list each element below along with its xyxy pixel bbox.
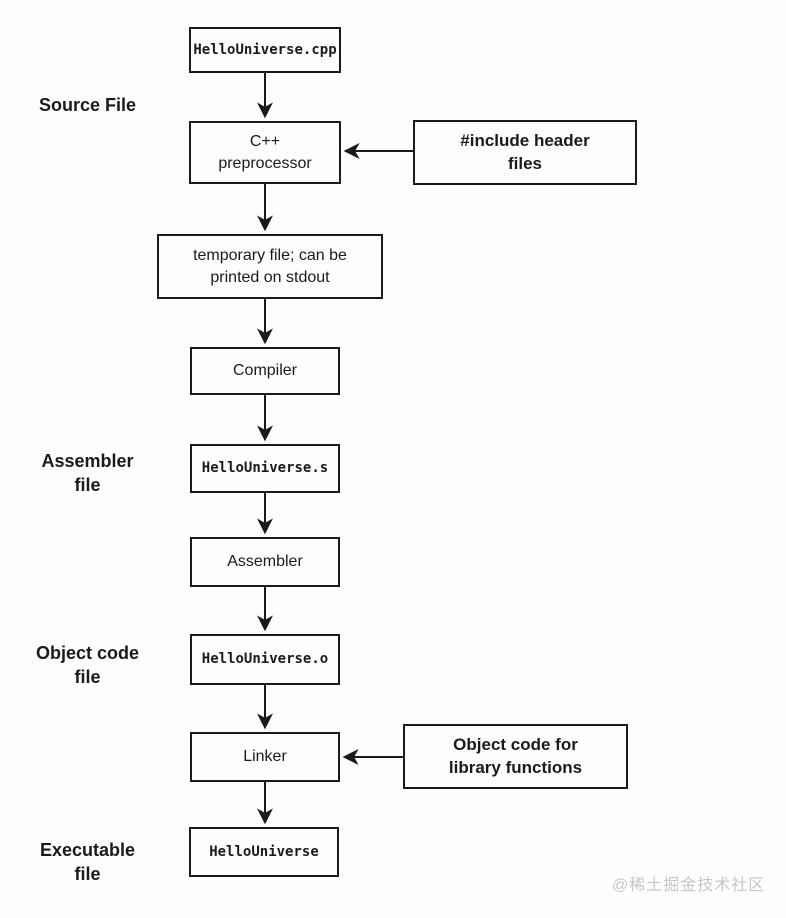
node-hellouniverse-executable: HelloUniverse (189, 827, 339, 877)
node-temporary-file: temporary file; can be printed on stdout (157, 234, 383, 299)
label-source-file: Source File (38, 95, 137, 115)
node-include-header-files: #include header files (413, 120, 637, 185)
label-object-code-file: Object code file (35, 643, 140, 688)
node-hellouniverse-cpp: HelloUniverse.cpp (189, 27, 341, 73)
node-cpp-preprocessor: C++ preprocessor (189, 121, 341, 184)
label-assembler-file: Assembler file (41, 451, 134, 496)
node-hellouniverse-s: HelloUniverse.s (190, 444, 340, 493)
node-object-code-library: Object code for library functions (403, 724, 628, 789)
label-executable-file: Executable file (39, 840, 136, 885)
node-hellouniverse-o: HelloUniverse.o (190, 634, 340, 685)
node-compiler: Compiler (190, 347, 340, 395)
node-assembler: Assembler (190, 537, 340, 587)
node-linker: Linker (190, 732, 340, 782)
watermark: @稀土掘金技术社区 (612, 877, 766, 894)
